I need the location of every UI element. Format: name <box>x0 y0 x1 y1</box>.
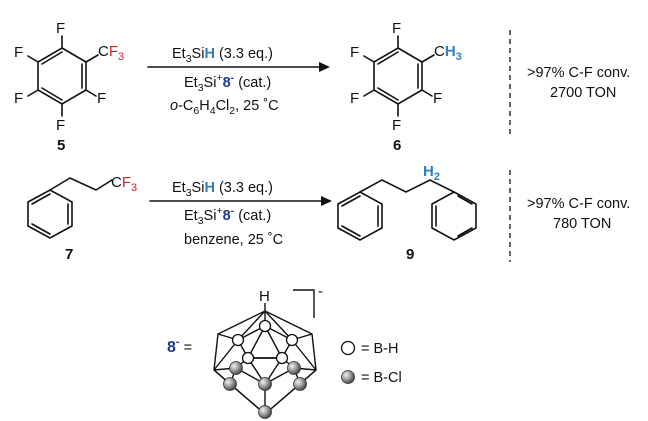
reaction-1: F F F F F CF3 5 Et3SiH (3.3 eq.) Et3Si+8… <box>14 20 630 154</box>
reaction-1-conversion: >97% C-F conv. <box>527 65 630 81</box>
reactant-7-structure: CF3 <box>27 174 137 239</box>
fluorine-atom-upper-left: F <box>14 44 23 61</box>
legend-bh-text: = B-H <box>361 341 398 357</box>
compound-7-label: 7 <box>65 246 73 263</box>
reactant-5-structure: F F F F F CF3 <box>14 20 124 134</box>
reaction-1-ton: 2700 TON <box>550 85 616 101</box>
bh-vertex-mid-right <box>275 351 289 365</box>
bcl-vertex-1 <box>229 361 243 375</box>
reaction-2-catalyst: Et3Si+8- (cat.) <box>184 205 271 227</box>
legend-bcl-text: = B-Cl <box>361 370 402 386</box>
cf3-carbon: C <box>98 43 109 60</box>
bcl-vertex-5 <box>293 377 307 391</box>
reaction-2-reagent: Et3SiH (3.3 eq.) <box>172 180 273 199</box>
cage-top-hydrogen: H <box>259 288 270 305</box>
reaction-1-arrow <box>147 62 330 72</box>
cage-charge: - <box>318 284 323 300</box>
compound-5-label: 5 <box>57 137 65 154</box>
bcl-vertex-2 <box>287 361 301 375</box>
compound-9-label: 9 <box>406 246 414 263</box>
icosahedral-cage <box>213 303 317 415</box>
cf3-group-label: CF3 <box>98 43 124 63</box>
cage-charge-bracket <box>293 289 315 318</box>
product-fluorine-top: F <box>392 20 401 37</box>
reaction-2-conversion: >97% C-F conv. <box>527 196 630 212</box>
fluorine-atom-lower-right: F <box>97 90 106 107</box>
reaction-2: CF3 7 Et3SiH (3.3 eq.) Et3Si+8- (cat.) b… <box>27 163 630 263</box>
bh-vertex-upper-left <box>231 333 245 347</box>
legend-gray-sphere-icon <box>341 370 355 384</box>
product-9-structure: H2 <box>337 163 477 241</box>
cf3-subscript: 3 <box>118 51 124 63</box>
reaction-2-solvent: benzene, 25 ˚C <box>184 232 283 248</box>
reaction-1-reagent: Et3SiH (3.3 eq.) <box>172 46 273 65</box>
reactant-7-cf3-label: CF3 <box>111 174 137 194</box>
catalyst-label: 8-= <box>167 336 192 356</box>
cage-bh-vertices <box>231 319 299 365</box>
reaction-2-ton: 780 TON <box>553 216 611 232</box>
reaction-1-catalyst: Et3Si+8- (cat.) <box>184 72 271 94</box>
bcl-vertex-4 <box>223 377 237 391</box>
reaction-1-solvent: o-C6H4Cl2, 25 ˚C <box>170 98 279 117</box>
product-fluorine-bottom: F <box>392 117 401 134</box>
product-fluorine-lower-left: F <box>350 90 359 107</box>
ch3-group-label: CH3 <box>434 43 462 63</box>
bh-vertex-top <box>258 319 272 333</box>
cf3-fluorine: F <box>109 43 118 60</box>
compound-6-label: 6 <box>393 137 401 154</box>
bh-vertex-upper-right <box>285 333 299 347</box>
product-fluorine-lower-right: F <box>433 90 442 107</box>
fluorine-atom-top: F <box>56 20 65 37</box>
product-fluorine-upper-left: F <box>350 44 359 61</box>
legend-white-sphere-icon <box>340 340 356 356</box>
fluorine-atom-bottom: F <box>56 117 65 134</box>
bcl-vertex-3 <box>258 377 272 391</box>
bh-vertex-mid-left <box>241 351 255 365</box>
reaction-2-arrow <box>149 196 332 206</box>
fluorine-atom-lower-left: F <box>14 90 23 107</box>
product-6-structure: F F F F F CH3 <box>350 20 462 134</box>
product-9-ch2-label: H2 <box>423 163 440 183</box>
cage-bcl-vertices <box>223 361 307 419</box>
legend: = B-H = B-Cl <box>340 340 402 386</box>
catalyst-anion-8: 8-= H - <box>167 284 402 419</box>
bcl-vertex-6 <box>258 405 272 419</box>
